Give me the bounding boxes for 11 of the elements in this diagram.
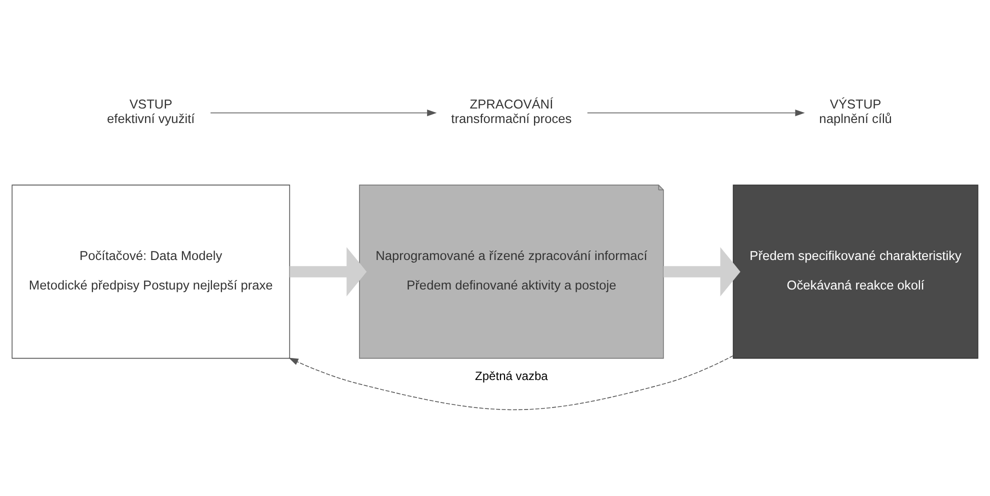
- arrow: [663, 246, 740, 296]
- node-box: Počítačové: Data Modely Metodické předpisy Postupy nejlepší praxe: [12, 184, 290, 358]
- arrow: [210, 109, 437, 116]
- arrow: [587, 109, 805, 116]
- node-text: VÝSTUP naplnění cílů: [819, 96, 892, 126]
- node-text: VSTUP efektivní využití: [107, 96, 195, 126]
- node-text: ZPRACOVÁNÍ transformační proces: [451, 96, 572, 126]
- node-box: Předem specifikované charakteristiky Očekávaná reakce okolí: [732, 184, 978, 358]
- arrow: [288, 354, 734, 410]
- edge-label: Zpětná vazba: [475, 368, 548, 382]
- arrow: [290, 246, 367, 296]
